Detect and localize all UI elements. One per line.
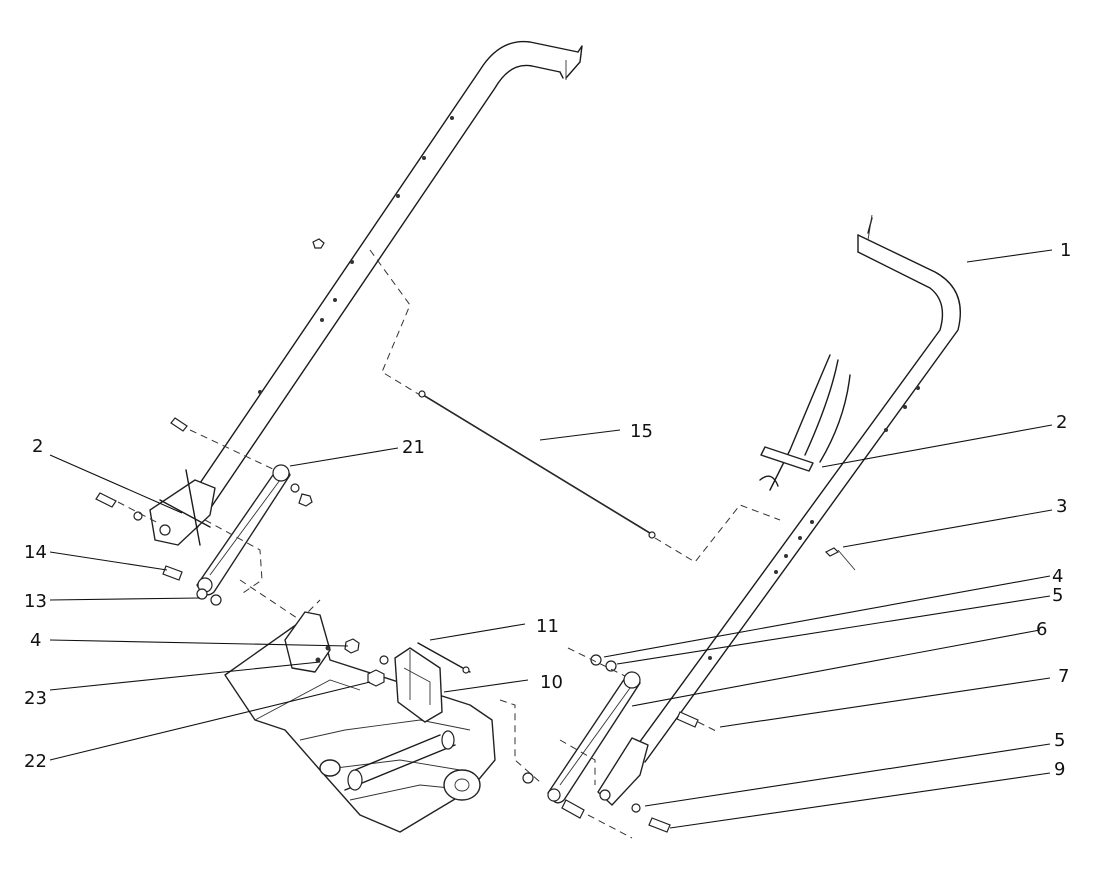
left-handle-tube	[174, 40, 583, 529]
deck-left-bracket	[284, 611, 331, 673]
callout-1: 1	[1060, 240, 1071, 261]
bolt-14	[162, 565, 183, 581]
pin-11	[417, 642, 471, 674]
callout-2-left: 2	[32, 436, 43, 457]
callout-14: 14	[24, 542, 47, 563]
right-lower-bracket	[597, 737, 649, 806]
bolt-9	[648, 817, 671, 833]
callout-10: 10	[540, 672, 563, 693]
nut-22	[367, 655, 389, 687]
leader-lines	[49, 249, 1053, 829]
callout-labels: 1 2 2 3 4 4 5 5 6 7 9 10 11 13 14 15 21 …	[24, 240, 1071, 780]
washer-13	[196, 588, 222, 606]
callout-7: 7	[1058, 666, 1069, 687]
callout-3: 3	[1056, 496, 1067, 517]
washer-4-right	[590, 654, 602, 666]
callout-22: 22	[24, 751, 47, 772]
callout-15: 15	[630, 421, 653, 442]
washer-4-left	[344, 638, 360, 654]
right-arm-6	[547, 671, 641, 804]
callout-21: 21	[402, 437, 425, 458]
left-top-bolt	[170, 417, 313, 507]
right-handle-tube	[627, 214, 962, 763]
callout-4-left: 4	[30, 630, 41, 651]
callout-11: 11	[536, 616, 559, 637]
left-handle-knob	[312, 238, 325, 249]
left-bracket-bolt	[95, 492, 159, 524]
bail-cable-assembly	[759, 354, 851, 491]
washer-5-right-top	[605, 660, 617, 672]
left-lower-bracket	[149, 469, 216, 546]
bracket-block-10	[394, 647, 443, 723]
callout-23: 23	[24, 688, 47, 709]
mower-deck	[224, 619, 496, 833]
callout-9: 9	[1054, 759, 1065, 780]
left-arm-21	[196, 464, 291, 596]
callout-5-top: 5	[1052, 585, 1063, 606]
callout-2-right: 2	[1056, 412, 1067, 433]
callout-5-bottom: 5	[1054, 730, 1065, 751]
washer-5-right-bottom	[631, 803, 641, 813]
pin-3	[824, 547, 856, 571]
callout-13: 13	[24, 591, 47, 612]
lower-right-bolt	[522, 772, 633, 839]
control-rod-15	[418, 390, 781, 563]
callout-4-right: 4	[1052, 566, 1063, 587]
callout-6: 6	[1036, 619, 1047, 640]
bolt-7	[676, 711, 719, 733]
